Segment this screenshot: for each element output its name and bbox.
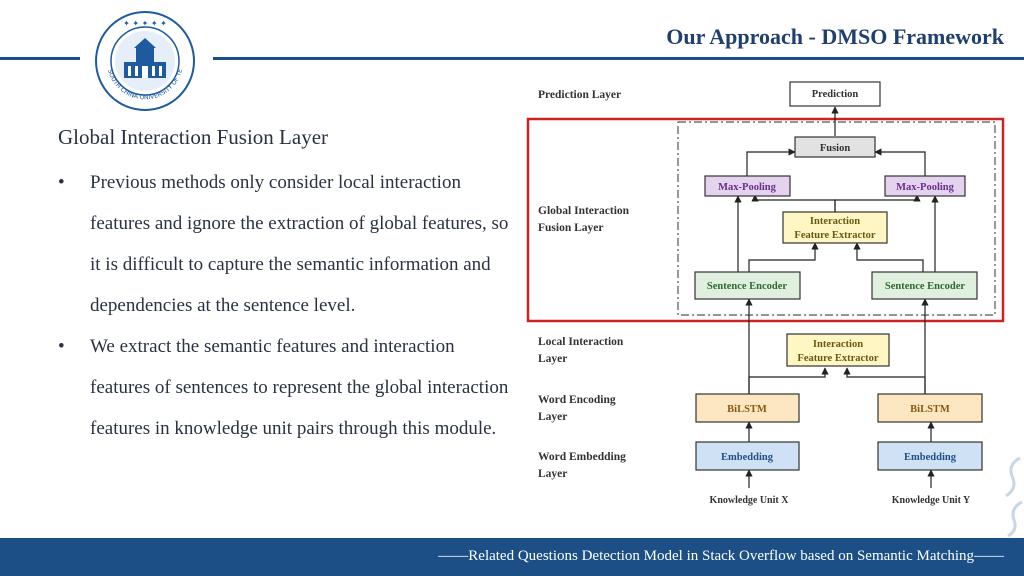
arrow-bilstm-left-local-extractor bbox=[748, 367, 829, 394]
box-label-maxpool-right: Max-Pooling bbox=[896, 182, 954, 193]
svg-text:✦ ✦ ✦ ✦ ✦: ✦ ✦ ✦ ✦ ✦ bbox=[123, 19, 167, 28]
section-title: Global Interaction Fusion Layer bbox=[58, 125, 329, 149]
box-label-encoder-left: Sentence Encoder bbox=[707, 281, 788, 292]
layer-label-local-2: Layer bbox=[538, 353, 567, 365]
box-label-maxpool-left: Max-Pooling bbox=[718, 182, 776, 193]
arrow-maxpool-left-fusion bbox=[746, 148, 796, 176]
box-label-bilstm-left: BiLSTM bbox=[727, 404, 767, 415]
module-dashed-boundary bbox=[677, 121, 996, 316]
box-embedding-right bbox=[877, 441, 983, 471]
bullet-text: We extract the semantic features and int… bbox=[90, 336, 509, 439]
bullet-text: Previous methods only consider local int… bbox=[90, 172, 509, 316]
layer-label-prediction: Prediction Layer bbox=[538, 89, 621, 101]
box-local-extractor bbox=[786, 333, 890, 367]
box-global-extractor bbox=[782, 211, 888, 244]
university-logo: SOUTH CHINA UNIVERSITY OF TECHNOLOGY ✦ ✦… bbox=[94, 10, 195, 111]
highlight-frame bbox=[526, 117, 1005, 323]
arrow-extractor-maxpool-right bbox=[834, 194, 921, 212]
arrow-maxpool-right-fusion bbox=[874, 148, 926, 176]
layer-label-word-encoding-2: Layer bbox=[538, 411, 567, 423]
layer-label-global-1: Global Interaction bbox=[538, 205, 630, 217]
box-prediction bbox=[789, 81, 881, 107]
box-encoder-right bbox=[871, 271, 978, 300]
arrow-encoder-right-extractor bbox=[853, 242, 924, 272]
box-label-local-extractor-2: Feature Extractor bbox=[797, 353, 878, 364]
box-bilstm-right bbox=[877, 393, 983, 423]
box-fusion bbox=[794, 136, 876, 158]
layer-label-global-2: Fusion Layer bbox=[538, 222, 604, 234]
box-embedding-left bbox=[695, 441, 800, 471]
bullet-marker: • bbox=[58, 336, 65, 357]
bullet-list: • Previous methods only consider local i… bbox=[58, 162, 518, 449]
input-label-left: Knowledge Unit X bbox=[710, 495, 790, 506]
box-label-encoder-right: Sentence Encoder bbox=[885, 281, 966, 292]
bullet-item: • Previous methods only consider local i… bbox=[58, 162, 518, 326]
layer-label-local-1: Local Interaction bbox=[538, 336, 624, 348]
layer-label-word-embedding-1: Word Embedding bbox=[538, 451, 626, 463]
footer-bar: ——Related Questions Detection Model in S… bbox=[0, 538, 1024, 576]
box-label-local-extractor-1: Interaction bbox=[813, 339, 863, 350]
bullet-marker: • bbox=[58, 172, 65, 193]
box-label-embedding-left: Embedding bbox=[721, 452, 774, 463]
bullet-item: • We extract the semantic features and i… bbox=[58, 326, 518, 449]
box-label-embedding-right: Embedding bbox=[904, 452, 957, 463]
dmso-framework-diagram: Prediction Layer Global Interaction Fusi… bbox=[526, 81, 1005, 506]
box-encoder-left bbox=[694, 271, 801, 300]
arrow-bilstm-right-local-extractor bbox=[843, 367, 926, 394]
box-label-fusion: Fusion bbox=[820, 143, 851, 154]
box-label-prediction: Prediction bbox=[812, 89, 859, 100]
layer-label-word-encoding-1: Word Encoding bbox=[538, 394, 616, 406]
box-label-bilstm-right: BiLSTM bbox=[910, 404, 950, 415]
layer-label-word-embedding-2: Layer bbox=[538, 468, 567, 480]
box-bilstm-left bbox=[695, 393, 800, 423]
input-label-right: Knowledge Unit Y bbox=[892, 495, 971, 506]
box-maxpool-right bbox=[884, 175, 966, 197]
corner-watermark bbox=[1005, 456, 1023, 538]
arrow-extractor-maxpool-left bbox=[751, 194, 836, 212]
arrow-encoder-left-extractor bbox=[748, 242, 819, 272]
box-label-global-extractor-1: Interaction bbox=[810, 216, 860, 227]
box-label-global-extractor-2: Feature Extractor bbox=[794, 230, 875, 241]
footer-text: ——Related Questions Detection Model in S… bbox=[438, 548, 1004, 564]
box-maxpool-left bbox=[704, 175, 791, 197]
header-rule-right bbox=[213, 57, 1024, 60]
slide-title: Our Approach - DMSO Framework bbox=[666, 24, 1004, 49]
header-rule-left bbox=[0, 57, 80, 60]
